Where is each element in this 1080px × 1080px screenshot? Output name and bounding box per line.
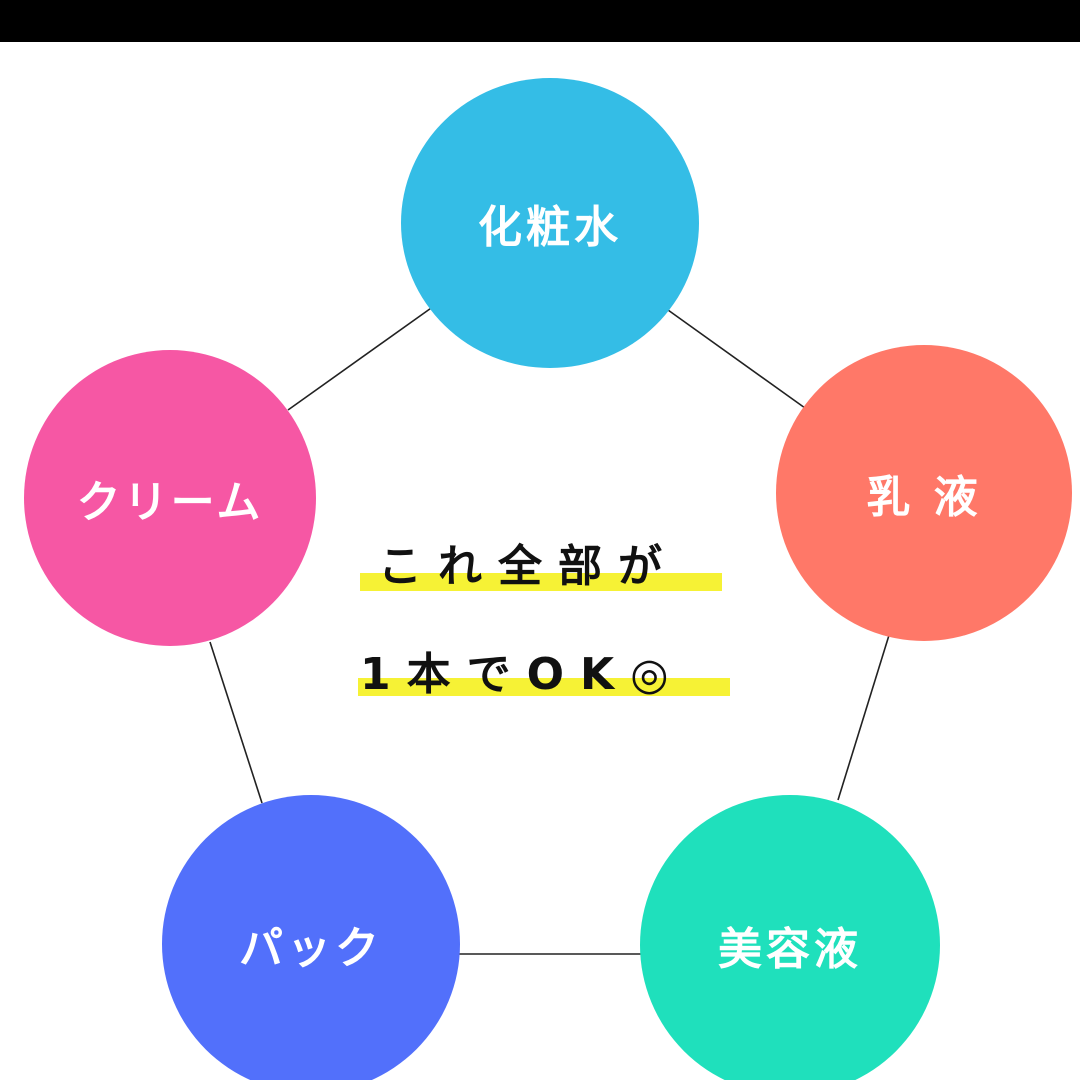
center-text-line2: 1本でOK◎ (360, 649, 685, 700)
edge-cream-water (287, 305, 435, 411)
center-text-line1: これ全部が (378, 541, 678, 592)
edge-pack-cream (209, 641, 263, 804)
node-emulsion: 乳 液 (776, 345, 1072, 641)
edge-water-milk (667, 309, 806, 409)
node-lotion: 化粧水 (401, 78, 699, 368)
node-cream: クリーム (24, 350, 316, 646)
highlight-bar-line2 (358, 678, 730, 696)
edge-milk-serum (837, 631, 891, 801)
node-serum: 美容液 (640, 795, 940, 1080)
node-pack: パック (162, 795, 460, 1080)
highlight-bar-line1 (360, 573, 722, 591)
